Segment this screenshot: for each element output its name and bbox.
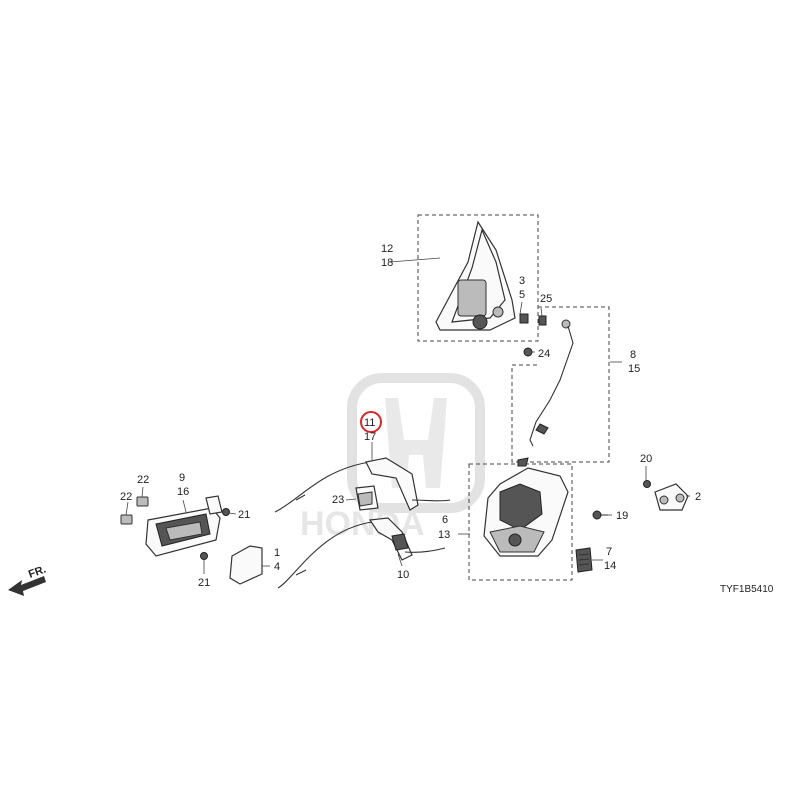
window-regulator-box: [417, 214, 539, 342]
lock-rod: [529, 319, 574, 447]
callout-21-right[interactable]: 21: [238, 509, 250, 521]
diagram-code: TYF1B5410: [720, 584, 774, 595]
callout-4[interactable]: 4: [274, 561, 280, 573]
direction-label: FR.: [27, 563, 48, 580]
callout-17[interactable]: 17: [364, 431, 376, 443]
callout-11[interactable]: 11: [364, 417, 375, 429]
callout-22-upper[interactable]: 22: [137, 474, 149, 486]
callout-16[interactable]: 16: [177, 486, 189, 498]
callout-23[interactable]: 23: [332, 494, 344, 506]
screws-21: [200, 508, 230, 560]
highlight-circle-11: [360, 411, 382, 433]
callout-9[interactable]: 9: [179, 472, 185, 484]
callout-19[interactable]: 19: [616, 510, 628, 522]
callout-2[interactable]: 2: [695, 491, 701, 503]
callout-18[interactable]: 18: [381, 257, 393, 269]
callout-24[interactable]: 24: [538, 348, 550, 360]
callout-12[interactable]: 12: [381, 243, 393, 255]
cable-upper: [274, 457, 451, 513]
rod-box: [511, 306, 610, 463]
clips-22: [120, 496, 149, 525]
inner-handle: [145, 495, 223, 557]
handle-cover: [229, 545, 263, 585]
screw-24: [523, 347, 533, 357]
callout-25[interactable]: 25: [540, 293, 552, 305]
callout-13[interactable]: 13: [438, 529, 450, 541]
cover-7: [575, 547, 593, 573]
callout-6[interactable]: 6: [442, 514, 448, 526]
callout-21-lower[interactable]: 21: [198, 577, 210, 589]
callout-10[interactable]: 10: [397, 569, 409, 581]
striker: [643, 480, 689, 511]
callout-1[interactable]: 1: [274, 547, 280, 559]
callout-8[interactable]: 8: [630, 349, 636, 361]
window-regulator: [435, 220, 547, 331]
callout-7[interactable]: 7: [606, 546, 612, 558]
callout-14[interactable]: 14: [604, 560, 616, 572]
door-latch: [483, 457, 569, 557]
callout-3[interactable]: 3: [519, 275, 525, 287]
clip-23: [355, 485, 379, 511]
callout-15[interactable]: 15: [628, 363, 640, 375]
callout-22-lower[interactable]: 22: [120, 491, 132, 503]
cable-lower: [277, 517, 446, 589]
front-direction-arrow: FR.: [8, 563, 48, 596]
callout-5[interactable]: 5: [519, 289, 525, 301]
callout-20[interactable]: 20: [640, 453, 652, 465]
